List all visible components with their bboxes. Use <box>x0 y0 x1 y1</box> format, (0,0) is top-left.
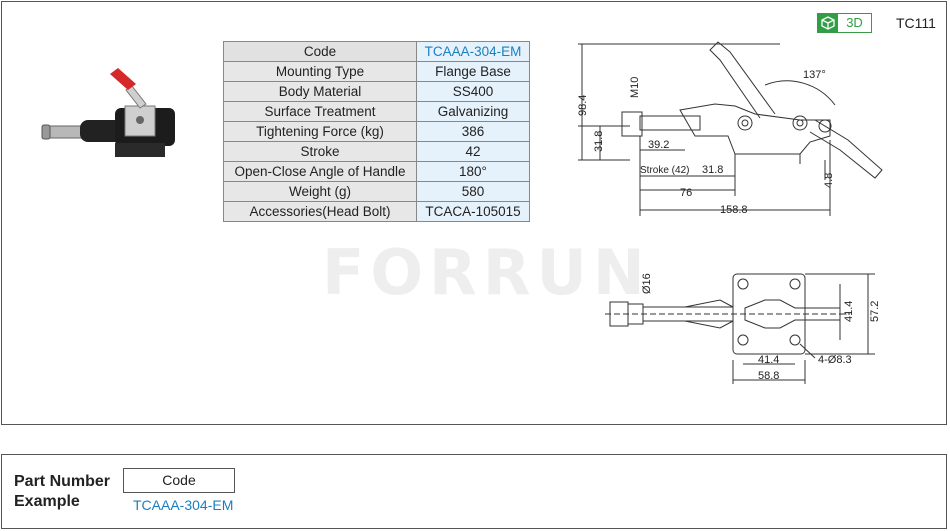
spec-row: Body Material SS400 <box>223 81 530 102</box>
spec-key: Surface Treatment <box>223 101 417 122</box>
top-view-drawing: Ø16 41.4 57.2 41.4 58.8 4-Ø8.3 <box>605 273 881 384</box>
spec-table: Code TCAAA-304-EM Mounting Type Flange B… <box>223 41 530 222</box>
dim-31-8: 31.8 <box>702 164 723 176</box>
spec-key: Open-Close Angle of Handle <box>223 161 417 182</box>
model-code: TC111 <box>896 15 936 31</box>
spec-value: 580 <box>416 181 530 202</box>
spec-row: Code TCAAA-304-EM <box>223 41 530 62</box>
spec-value: Flange Base <box>416 61 530 82</box>
code-header: Code <box>123 468 235 493</box>
spec-value: 42 <box>416 141 530 162</box>
product-panel <box>1 1 947 425</box>
spec-key: Stroke <box>223 141 417 162</box>
dim-158-8: 158.8 <box>720 204 748 216</box>
spec-value: 386 <box>416 121 530 142</box>
spec-value: 180° <box>416 161 530 182</box>
watermark-logo: FORRUN <box>322 236 651 309</box>
spec-row: Stroke 42 <box>223 141 530 162</box>
spec-value: Galvanizing <box>416 101 530 122</box>
spec-key: Accessories(Head Bolt) <box>223 201 417 222</box>
part-number-label: Part Number Example <box>14 472 110 512</box>
part-number-label-line2: Example <box>14 493 80 510</box>
spec-value: SS400 <box>416 81 530 102</box>
height-base-dim: 31.8 <box>593 131 605 152</box>
spec-value: TCAAA-304-EM <box>416 41 530 62</box>
spec-row: Accessories(Head Bolt) TCACA-105015 <box>223 201 530 222</box>
thread-dim: M10 <box>629 77 641 98</box>
spec-row: Tightening Force (kg) 386 <box>223 121 530 142</box>
dia16-dim: Ø16 <box>641 273 653 294</box>
spec-key: Code <box>223 41 417 62</box>
height-total-dim: 98.4 <box>577 95 589 116</box>
cube-icon <box>818 14 838 32</box>
dim-41-4-vertical: 41.4 <box>843 301 855 322</box>
spec-row: Mounting Type Flange Base <box>223 61 530 82</box>
spec-key: Body Material <box>223 81 417 102</box>
angle-dim: 137° <box>803 69 826 81</box>
spec-key: Weight (g) <box>223 181 417 202</box>
dim-39-2: 39.2 <box>648 139 669 151</box>
dim-4-8: 4.8 <box>823 173 835 188</box>
3d-view-button[interactable]: 3D <box>817 13 872 33</box>
spec-value: TCACA-105015 <box>416 201 530 222</box>
dim-41-4-horizontal: 41.4 <box>758 354 779 366</box>
part-number-label-line1: Part Number <box>14 473 111 490</box>
stroke-dim: Stroke (42) <box>640 165 689 176</box>
spec-key: Tightening Force (kg) <box>223 121 417 142</box>
spec-row: Open-Close Angle of Handle 180° <box>223 161 530 182</box>
spec-key: Mounting Type <box>223 61 417 82</box>
product-image <box>41 68 175 157</box>
dim-76: 76 <box>680 187 692 199</box>
part-number-panel <box>1 454 947 529</box>
holes-dim: 4-Ø8.3 <box>818 354 852 366</box>
spec-row: Surface Treatment Galvanizing <box>223 101 530 122</box>
dim-58-8: 58.8 <box>758 370 779 382</box>
dim-57-2: 57.2 <box>869 301 881 322</box>
spec-row: Weight (g) 580 <box>223 181 530 202</box>
code-example-value: TCAAA-304-EM <box>133 497 234 513</box>
side-view-drawing: 137° 98.4 M10 31.8 39.2 Stroke (42) 31.8… <box>577 41 883 216</box>
3d-label: 3D <box>846 15 863 30</box>
